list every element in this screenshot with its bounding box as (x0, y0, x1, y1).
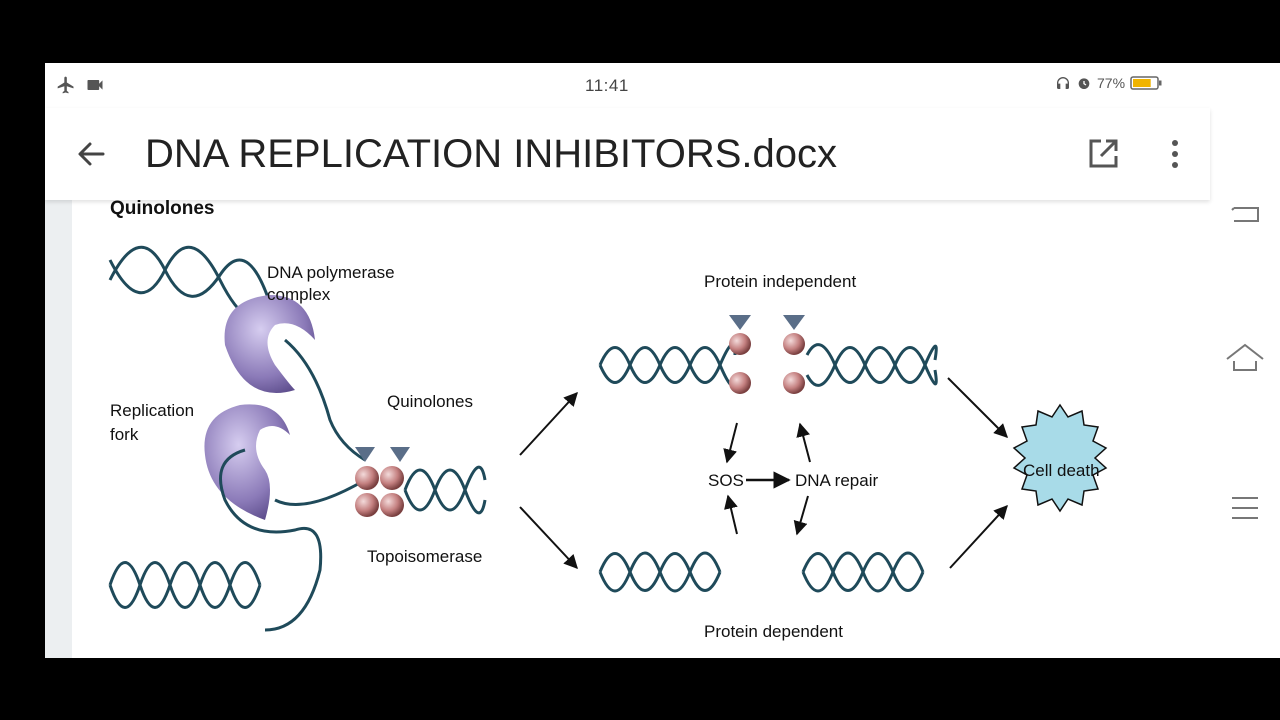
menu-icon (1232, 497, 1258, 519)
arrow-left-icon (78, 142, 105, 166)
figure-heading: Quinolones (110, 200, 215, 219)
label-topoisomerase: Topoisomerase (367, 547, 482, 566)
status-bar: 11:41 77% (45, 63, 1210, 108)
back-button[interactable] (73, 136, 109, 172)
label-dna-polymerase-1: DNA polymerase (267, 263, 395, 282)
status-right-icons: 77% (1055, 75, 1162, 91)
system-nav-bar (1210, 63, 1280, 658)
open-external-button[interactable] (1085, 136, 1121, 172)
battery-percent: 77% (1097, 75, 1126, 91)
dna-helix-pi-left (598, 343, 737, 387)
dna-helix-bottom-left (108, 561, 262, 609)
label-quinolones: Quinolones (387, 392, 473, 411)
topoisomerase-complex (355, 447, 410, 517)
battery-icon (1130, 76, 1162, 90)
label-sos: SOS (708, 471, 744, 490)
label-protein-dependent: Protein dependent (704, 622, 843, 641)
arrow-pd-to-sos (724, 494, 738, 535)
dna-template-strands (219, 338, 366, 632)
label-replication-fork-2: fork (110, 425, 139, 444)
arrow-repair-to-pd (793, 495, 809, 536)
label-dna-repair: DNA repair (795, 471, 878, 490)
home-icon (1226, 343, 1264, 371)
dna-helix-pi-right (805, 343, 938, 387)
recent-apps-icon (1231, 207, 1259, 222)
home-button[interactable] (1224, 339, 1266, 381)
page-margin (45, 200, 72, 658)
dna-helix-pd-left (598, 551, 722, 593)
dna-helix-pd-right (801, 551, 925, 593)
headphones-icon (1057, 77, 1069, 89)
more-vertical-icon (1172, 140, 1178, 168)
more-options-button[interactable] (1157, 136, 1193, 172)
label-replication-fork-1: Replication (110, 401, 194, 420)
document-content[interactable]: Quinolones (45, 200, 1210, 658)
video-icon (87, 80, 103, 90)
recent-apps-button[interactable] (1224, 199, 1266, 241)
menu-button[interactable] (1224, 487, 1266, 529)
label-protein-independent: Protein independent (704, 272, 856, 291)
protein-independent-spheres (729, 315, 805, 394)
phone-screen: 11:41 77% DNA REPLICATION INHIBITORS.doc… (45, 63, 1280, 658)
dna-helix-topo-right (403, 465, 487, 515)
airplane-icon (57, 76, 74, 94)
app-bar: DNA REPLICATION INHIBITORS.docx (45, 108, 1210, 200)
cell-death-burst (1012, 403, 1108, 513)
document-title: DNA REPLICATION INHIBITORS.docx (145, 132, 838, 176)
arrow-repair-to-pi (796, 422, 811, 463)
label-dna-polymerase-2: complex (267, 285, 331, 304)
arrow-pi-to-cell-death (947, 377, 1008, 438)
arrow-pd-to-cell-death (949, 504, 1008, 569)
arrow-pi-to-sos (723, 422, 738, 464)
dna-polymerase-complex (204, 295, 315, 520)
arrow-to-protein-dependent (519, 506, 578, 570)
status-left-icons (55, 75, 105, 95)
open-external-icon (1089, 139, 1118, 168)
alarm-icon (1078, 78, 1090, 89)
status-time: 11:41 (585, 76, 629, 95)
arrow-to-protein-independent (519, 391, 578, 456)
quinolones-figure: Quinolones (108, 200, 1108, 641)
label-cell-death: Cell death (1023, 461, 1100, 480)
